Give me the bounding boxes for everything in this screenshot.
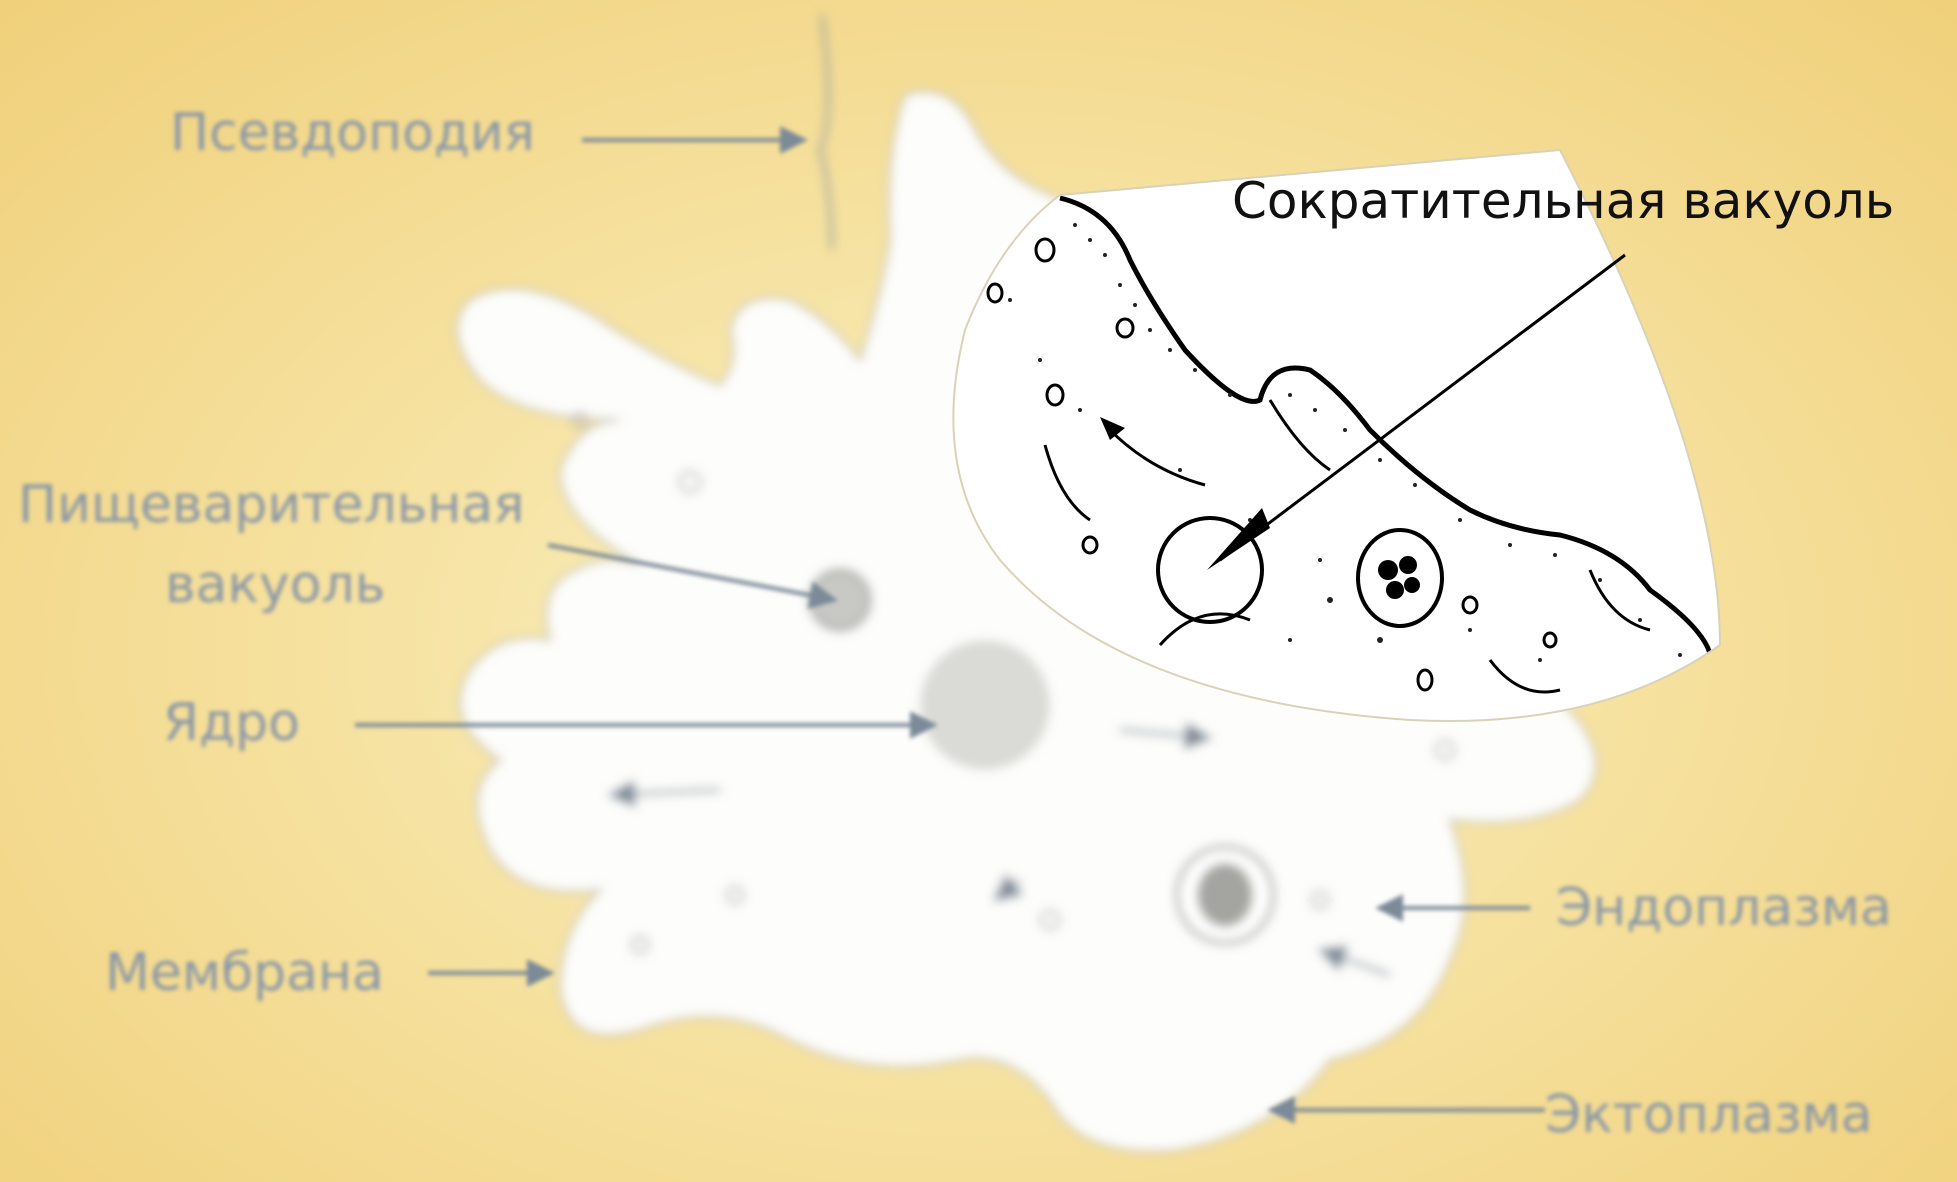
- label-digestive-vacuole-line2: вакуоль: [165, 555, 385, 615]
- label-pseudopodia: Псевдоподия: [170, 103, 535, 163]
- label-ectoplasm: Эктоплазма: [1545, 1085, 1873, 1145]
- label-membrane: Мембрана: [105, 943, 384, 1003]
- pseudopodia-boundary-line: [820, 15, 832, 250]
- nucleus-granules: [920, 640, 1050, 770]
- label-endoplasm: Эндоплазма: [1556, 878, 1892, 938]
- label-nucleus: Ядро: [163, 693, 300, 753]
- digestive-vacuole-shape: [810, 570, 870, 630]
- label-digestive-vacuole-line1: Пищеварительная: [18, 475, 525, 535]
- lower-vacuole-center: [1197, 863, 1253, 927]
- lens-nucleus: [1358, 530, 1442, 626]
- label-contractile-vacuole: Сократительная вакуоль: [1232, 172, 1894, 230]
